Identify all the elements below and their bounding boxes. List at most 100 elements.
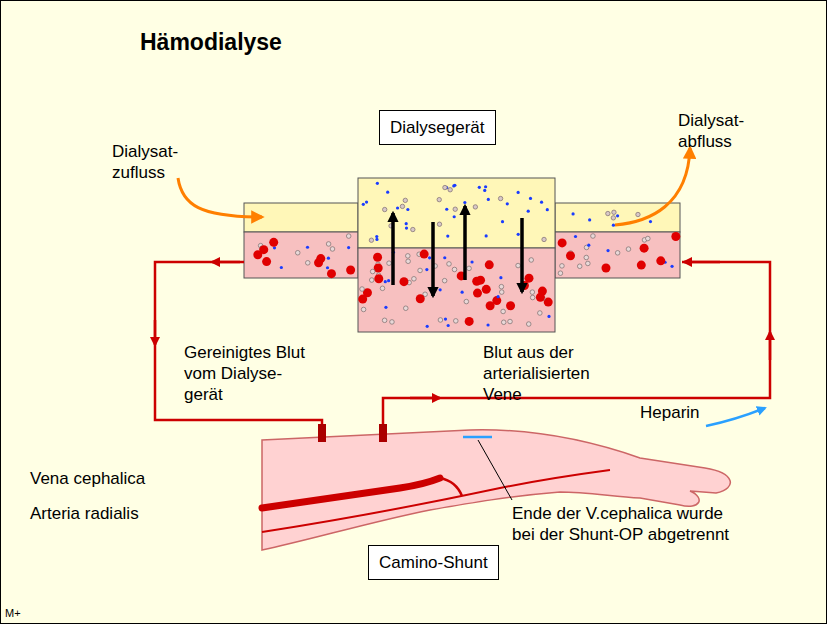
- particle: [295, 250, 300, 255]
- box-text: Dialysegerät: [390, 118, 485, 137]
- particle: [487, 198, 490, 201]
- particle: [467, 266, 472, 271]
- particle: [601, 263, 610, 272]
- particle: [670, 265, 673, 268]
- particle: [540, 201, 543, 204]
- diagram-title: Hämodialyse: [140, 28, 282, 56]
- particle: [591, 234, 596, 239]
- annotation: Gereinigtes Blut vom Dialyse- gerät: [184, 342, 322, 405]
- particle: [437, 222, 441, 226]
- dialysate-outflow-arrow: [615, 148, 690, 225]
- particle: [484, 185, 487, 188]
- particle: [382, 318, 387, 323]
- particle: [447, 262, 452, 267]
- particle: [269, 238, 278, 247]
- watermark: M+: [5, 606, 21, 620]
- particle: [439, 288, 442, 291]
- particle: [506, 301, 515, 310]
- particle: [486, 323, 489, 326]
- particle: [546, 208, 549, 211]
- dialyzer-blood-side: [358, 248, 555, 332]
- particle: [326, 266, 329, 269]
- particle: [530, 290, 535, 295]
- particle: [305, 261, 310, 266]
- particle: [405, 226, 408, 229]
- particle: [586, 261, 591, 266]
- particle: [365, 200, 368, 203]
- particle: [517, 191, 520, 194]
- flow-arrow: [154, 320, 157, 345]
- particle: [536, 293, 545, 302]
- particle: [478, 186, 481, 189]
- particle: [403, 198, 407, 202]
- shunt-anastomosis: [440, 478, 462, 496]
- annotation: Dialysat- abfluss: [678, 110, 770, 152]
- particle: [442, 278, 447, 283]
- particle: [358, 295, 367, 304]
- particle: [499, 284, 504, 289]
- particle: [612, 210, 616, 214]
- particle: [501, 309, 506, 314]
- particle: [463, 201, 466, 204]
- particle: [403, 306, 408, 311]
- flow-arrow: [769, 332, 772, 360]
- particle: [399, 277, 408, 286]
- particle: [445, 208, 448, 211]
- particle: [499, 276, 502, 279]
- particle: [262, 257, 271, 266]
- particle: [386, 191, 389, 194]
- particle: [405, 222, 408, 225]
- particle: [671, 232, 680, 241]
- blood-tube-out: [244, 232, 358, 278]
- arterial-line: [383, 262, 770, 432]
- particle: [497, 295, 500, 298]
- box-text: Camino-Shunt: [379, 553, 488, 572]
- particle: [327, 269, 336, 278]
- particle: [374, 274, 383, 283]
- particle: [588, 218, 591, 221]
- annotation: Dialysat- zufluss: [112, 141, 204, 183]
- particle: [412, 277, 417, 282]
- particle: [499, 290, 504, 295]
- label-box: Dialysegerät: [379, 110, 496, 145]
- particle: [400, 204, 404, 208]
- particle: [486, 301, 495, 310]
- particle: [558, 238, 567, 247]
- particle: [473, 205, 477, 209]
- particle: [516, 263, 521, 268]
- particle: [306, 246, 309, 249]
- particle: [387, 279, 390, 282]
- particle: [443, 256, 446, 259]
- particle: [485, 260, 494, 269]
- particle: [461, 291, 464, 294]
- particle: [577, 264, 582, 269]
- particle: [526, 322, 531, 327]
- annotation: Ende der V.cephalica wurde bei der Shunt…: [512, 503, 732, 545]
- particle: [453, 215, 456, 218]
- cannula: [379, 424, 387, 442]
- particle: [498, 196, 502, 200]
- particle: [443, 185, 447, 189]
- particle: [437, 197, 441, 201]
- illustration-shape: [520, 218, 524, 292]
- particle: [571, 212, 574, 215]
- particle: [438, 318, 443, 323]
- particles: [253, 182, 680, 328]
- particle: [649, 220, 652, 223]
- particle: [447, 324, 450, 327]
- particle: [369, 238, 373, 242]
- particle: [485, 234, 488, 237]
- particle: [411, 227, 415, 231]
- particle: [566, 251, 575, 260]
- particle: [525, 274, 534, 283]
- particle: [346, 234, 351, 239]
- dialyzer-dialysate-side: [358, 178, 555, 248]
- dialysate-inflow-arrow: [178, 178, 262, 217]
- particle: [259, 245, 268, 254]
- particle: [370, 269, 375, 274]
- particle: [464, 299, 469, 304]
- particle: [626, 247, 631, 252]
- vena-cephalica: [262, 478, 440, 508]
